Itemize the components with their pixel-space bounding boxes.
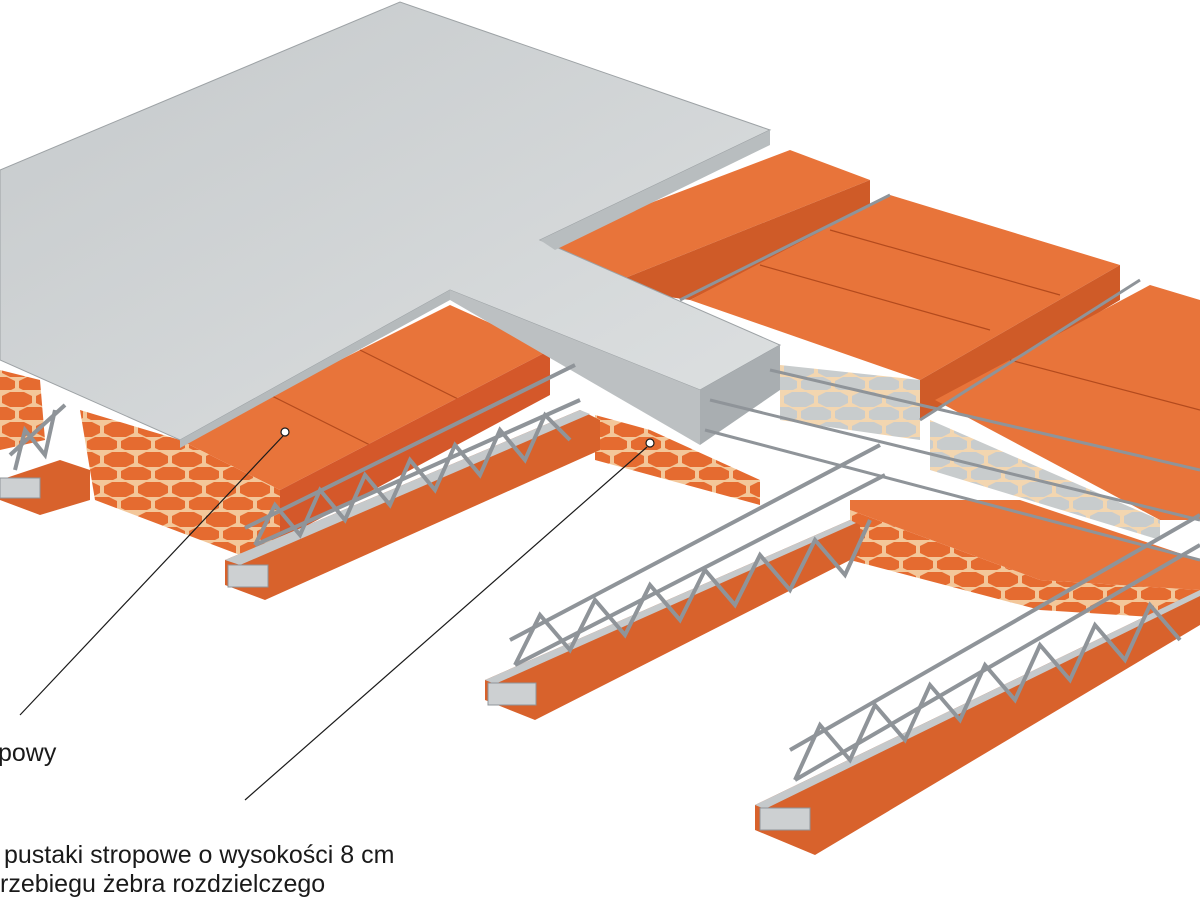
concrete-topping [0,1,782,448]
callout-label-low-block-line1: pustaki stropowe o wysokości 8 cm [4,841,395,869]
truss-reinforcement [8,193,1200,782]
beam-2 [225,410,600,600]
beam-3 [485,520,860,720]
beam-1 [0,460,90,515]
right-block-field [540,150,1200,620]
callout-dot-1 [280,427,290,437]
callout-label-low-block-line2: rzebiegu żebra rozdzielczego [0,870,326,898]
callout-dot-2 [645,438,655,448]
leader-lines [19,427,655,801]
callout-label-block: powy [0,739,57,767]
beam-4 [755,590,1200,855]
